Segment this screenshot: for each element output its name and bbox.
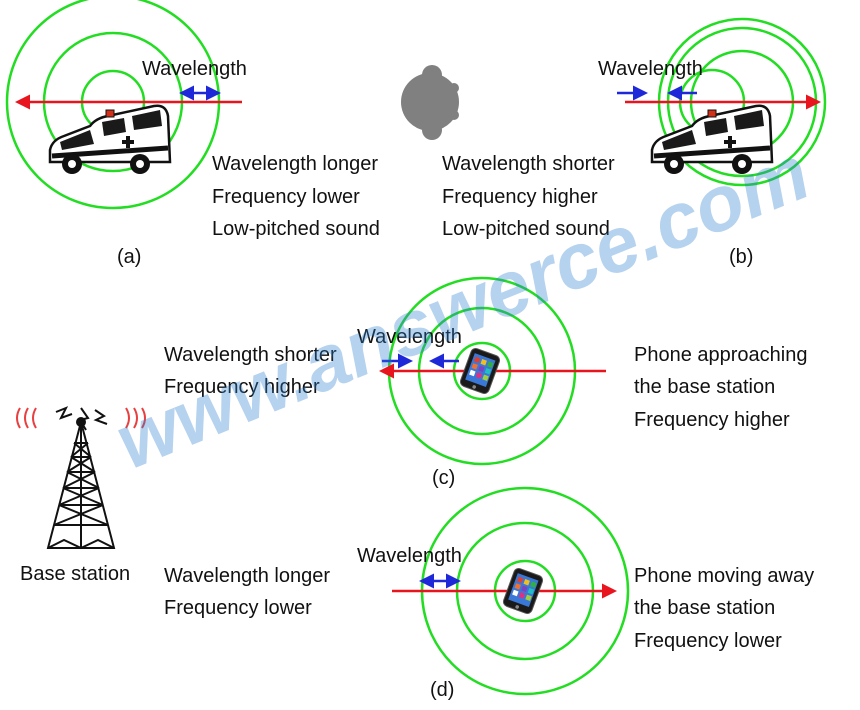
ambulance-icon	[50, 106, 170, 174]
description-line: Frequency lower	[164, 597, 312, 619]
description-line: Frequency lower	[212, 186, 360, 208]
panel-a: Wavelength Wavelength longer Frequency l…	[5, 0, 380, 268]
panel-caption: (c)	[432, 467, 455, 489]
description-line: Low-pitched sound	[212, 218, 380, 240]
smartphone-icon	[458, 346, 502, 396]
wavelength-label: Wavelength	[598, 58, 703, 80]
description-line: Low-pitched sound	[442, 218, 610, 240]
smartphone-icon	[501, 566, 545, 616]
panel-d: Wavelength Wavelength longer Frequency l…	[164, 486, 814, 701]
description-line: Frequency higher	[442, 186, 598, 208]
wavelength-label: Wavelength	[357, 545, 462, 567]
panel-caption: (a)	[117, 246, 141, 268]
listener-head-icon	[401, 65, 459, 140]
description-line: the base station	[634, 597, 775, 619]
panel-b: Wavelength Wavelength shorter Frequency …	[442, 17, 827, 268]
description-line: Phone moving away	[634, 565, 814, 587]
description-line: Frequency higher	[634, 409, 790, 431]
cell-tower-icon	[46, 406, 116, 550]
signal-waves-icon	[16, 407, 146, 429]
description-line: Phone approaching	[634, 344, 807, 366]
description-line: Frequency higher	[164, 376, 320, 398]
wavelength-label: Wavelength	[357, 326, 462, 348]
description-line: Wavelength shorter	[442, 153, 615, 175]
description-line: Wavelength longer	[212, 153, 378, 175]
wavelength-label: Wavelength	[142, 58, 247, 80]
description-line: Wavelength longer	[164, 565, 330, 587]
panel-c: Wavelength Wavelength shorter Frequency …	[164, 276, 807, 489]
description-line: Wavelength shorter	[164, 344, 337, 366]
base-station-label: Base station	[20, 563, 130, 585]
panel-caption: (b)	[729, 246, 753, 268]
wave-circle	[5, 0, 221, 210]
description-line: Frequency lower	[634, 630, 782, 652]
description-line: the base station	[634, 376, 775, 398]
panel-caption: (d)	[430, 679, 454, 701]
